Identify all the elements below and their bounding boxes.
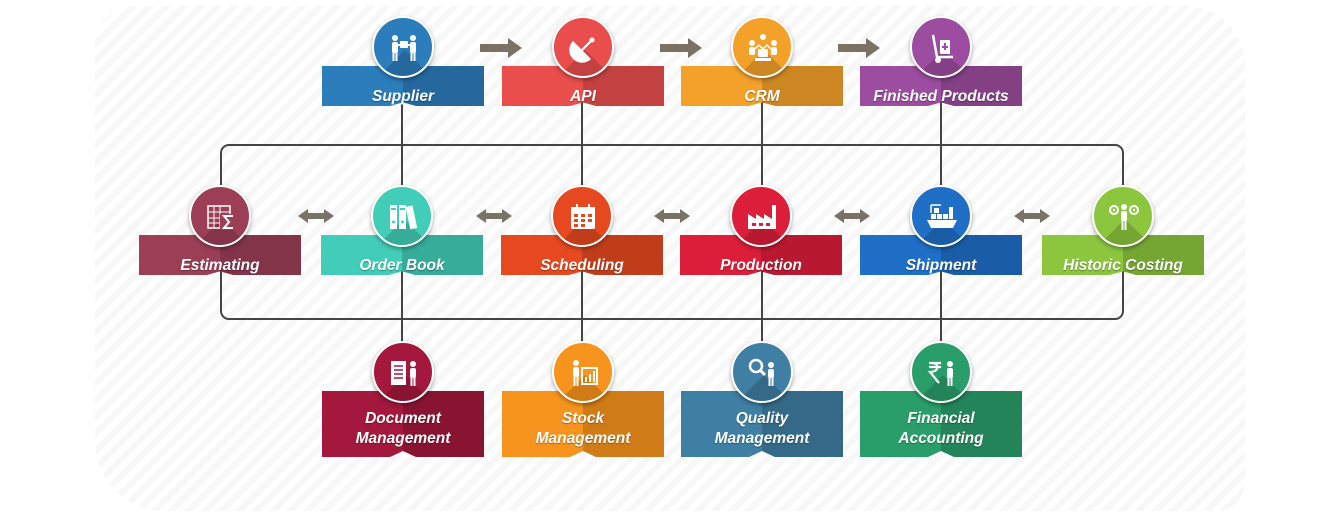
node-label-line1: Stock: [561, 410, 605, 427]
cargo-ship-icon: [927, 204, 957, 228]
node-label: Order Book: [359, 257, 445, 274]
node-finished-products: Finished Products: [860, 16, 1022, 146]
calendar-icon: [571, 204, 595, 229]
double-arrow-2: [476, 209, 512, 223]
node-circle: [910, 16, 972, 78]
spreadsheet-sigma-icon: [207, 205, 236, 230]
node-document-management: Document Management: [322, 341, 484, 471]
node-label: Finished Products: [873, 88, 1009, 105]
satellite-dish-icon: [569, 37, 595, 63]
magnifier-person-icon: [748, 358, 774, 386]
node-api: API: [502, 16, 664, 146]
node-circle: [372, 341, 434, 403]
node-label-line2: Management: [535, 430, 631, 447]
double-arrow-4: [834, 209, 870, 223]
node-label-line2: Management: [355, 430, 451, 447]
node-label: API: [570, 88, 596, 105]
node-label-line2: Accounting: [898, 430, 984, 447]
node-circle: [731, 16, 793, 78]
flow-arrow-3: [838, 38, 880, 58]
node-circle: [189, 185, 251, 247]
node-label: Estimating: [180, 257, 260, 274]
node-circle: [552, 341, 614, 403]
customer-group-icon: [749, 34, 777, 61]
node-ribbon: [681, 391, 843, 457]
node-scheduling: Scheduling: [501, 185, 663, 315]
document-presenter-icon: [391, 361, 416, 386]
double-arrow-5: [1014, 209, 1050, 223]
node-label: Historic Costing: [1063, 257, 1183, 274]
rupee-person-icon: [927, 361, 953, 386]
binders-icon: [390, 205, 418, 230]
stock-chart-presenter-icon: [573, 360, 598, 386]
double-arrow-1: [298, 209, 334, 223]
hand-truck-icon: [931, 34, 953, 63]
node-circle: [910, 185, 972, 247]
supplier-exchange-icon: [392, 35, 416, 61]
node-label-line1: Financial: [907, 410, 975, 427]
flow-arrow-2: [660, 38, 702, 58]
node-crm: CRM: [681, 16, 843, 146]
analyst-gears-icon: [1109, 204, 1139, 230]
node-quality-management: Quality Management: [681, 341, 843, 471]
node-label-line1: Document: [365, 410, 441, 427]
flow-arrow-1: [480, 38, 522, 58]
node-label: Scheduling: [540, 257, 624, 274]
node-circle: [910, 341, 972, 403]
node-estimating: Estimating: [139, 185, 301, 315]
node-circle: [552, 16, 614, 78]
node-supplier: Supplier: [322, 16, 484, 146]
node-circle: [1092, 185, 1154, 247]
node-order-book: Order Book: [321, 185, 483, 315]
node-label-line2: Management: [714, 430, 810, 447]
node-historic-costing: Historic Costing: [1042, 185, 1204, 315]
node-production: Production: [680, 185, 842, 315]
node-financial-accounting: Financial Accounting: [860, 341, 1022, 471]
node-circle: [731, 341, 793, 403]
node-label: Production: [720, 257, 802, 274]
node-label: Shipment: [905, 257, 977, 274]
node-label-line1: Quality: [735, 410, 789, 427]
factory-icon: [748, 205, 776, 229]
node-circle: [372, 16, 434, 78]
node-circle: [730, 185, 792, 247]
node-shipment: Shipment: [860, 185, 1022, 315]
node-circle: [551, 185, 613, 247]
node-label: Supplier: [371, 88, 434, 105]
double-arrow-3: [654, 209, 690, 223]
node-stock-management: Stock Management: [502, 341, 664, 471]
node-circle: [371, 185, 433, 247]
node-label: CRM: [744, 88, 780, 105]
